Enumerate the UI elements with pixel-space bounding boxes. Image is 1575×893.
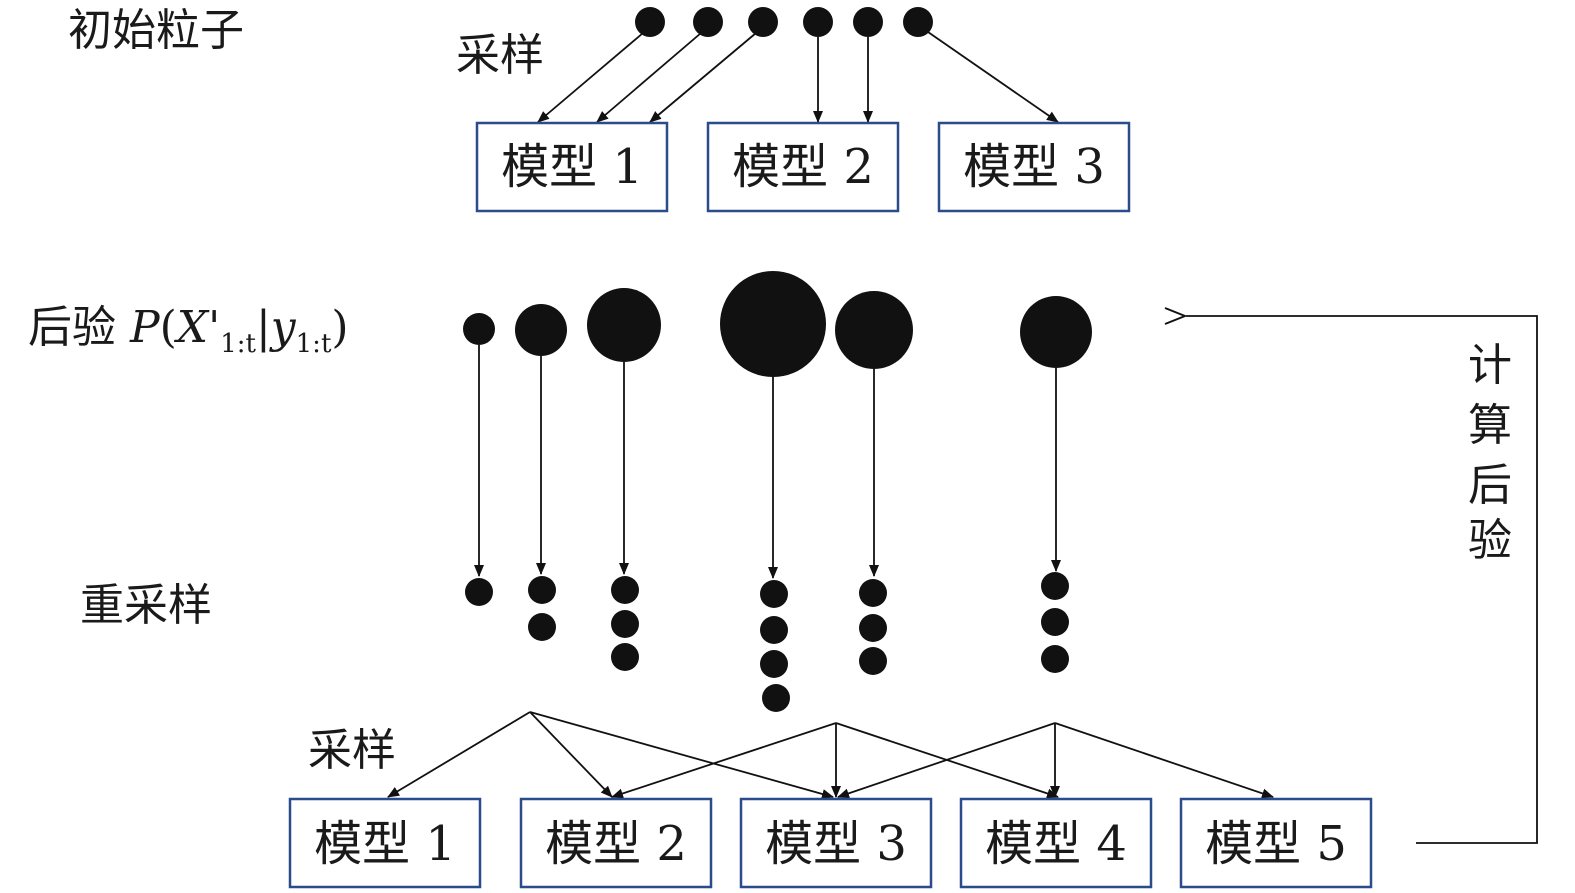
sampling-arrow — [1054, 722, 1274, 799]
bottom-model-4: 模型 4 — [959, 797, 1153, 889]
bottom-model-2-label: 模型 2 — [545, 816, 687, 872]
initial-particles — [635, 7, 933, 37]
sampling-arrow — [529, 711, 834, 799]
resampled-particle — [1041, 645, 1069, 673]
posterior-prefix: 后验 — [28, 302, 130, 353]
resampled-particle — [528, 576, 556, 604]
resampled-particle — [760, 650, 788, 678]
bottom-sampling-arrows — [387, 711, 1274, 799]
sampling-arrow — [537, 32, 644, 123]
sampling-arrow — [927, 31, 1059, 123]
resampled-particle — [859, 579, 887, 607]
posterior-label: 后验 P(X'1:t|y1:t) — [28, 302, 349, 359]
feedback-loop-arrow — [1186, 316, 1538, 844]
sampling-arrow — [837, 722, 1056, 799]
resampled-particles — [465, 572, 1069, 712]
top-sampling-arrows — [537, 31, 1059, 123]
resampled-particle — [859, 614, 887, 642]
bottom-model-3: 模型 3 — [739, 797, 933, 889]
posterior-particle — [720, 271, 826, 377]
resampled-particle — [1041, 608, 1069, 636]
resampled-particle — [611, 576, 639, 604]
initial-particle — [803, 7, 833, 37]
posterior-particle — [587, 288, 661, 362]
sampling-arrow — [596, 32, 702, 123]
resampled-particle — [465, 578, 493, 606]
posterior-particle — [835, 291, 913, 369]
posterior-particle — [463, 313, 495, 345]
posterior-x: X' — [174, 302, 220, 353]
sampling-arrow — [611, 722, 837, 799]
initial-particle — [635, 7, 665, 37]
top-model-1-label: 模型 1 — [501, 139, 643, 195]
bottom-model-5-label: 模型 5 — [1205, 816, 1347, 872]
top-model-2: 模型 2 — [706, 121, 900, 213]
bottom-model-3-label: 模型 3 — [765, 816, 907, 872]
bottom-model-1-label: 模型 1 — [314, 816, 456, 872]
bottom-model-5: 模型 5 — [1179, 797, 1373, 889]
resampled-particle — [760, 580, 788, 608]
posterior-close-paren: ) — [331, 302, 348, 353]
posterior-bar: | — [256, 302, 271, 353]
compute-posterior-char-1: 计 — [1468, 340, 1512, 391]
posterior-particles — [463, 271, 1092, 377]
sampling-bottom-label: 采样 — [308, 725, 396, 776]
initial-particle — [903, 7, 933, 37]
initial-particle — [853, 7, 883, 37]
compute-posterior-char-2: 算 — [1468, 400, 1512, 451]
posterior-particle — [515, 304, 567, 356]
top-model-1: 模型 1 — [475, 121, 669, 213]
posterior-particle — [1020, 296, 1092, 368]
bottom-model-4-label: 模型 4 — [985, 816, 1127, 872]
resampling-arrows — [474, 345, 1061, 579]
posterior-open-paren: ( — [160, 302, 177, 353]
posterior-subscript-2: 1:t — [296, 329, 332, 359]
sampling-arrow — [649, 32, 757, 123]
resampled-particle — [611, 610, 639, 638]
top-model-3: 模型 3 — [937, 121, 1131, 213]
resampled-particle — [611, 643, 639, 671]
bottom-model-2: 模型 2 — [519, 797, 713, 889]
initial-particle — [748, 7, 778, 37]
posterior-p: P — [129, 302, 161, 353]
sampling-arrow — [529, 711, 613, 798]
initial-particles-label: 初始粒子 — [68, 5, 244, 56]
sampling-arrow — [387, 711, 531, 798]
posterior-subscript-1: 1:t — [220, 329, 256, 359]
posterior-y: y — [269, 302, 297, 353]
resampled-particle — [1041, 572, 1069, 600]
resampled-particle — [859, 647, 887, 675]
top-model-3-label: 模型 3 — [963, 139, 1105, 195]
sampling-top-label: 采样 — [456, 30, 544, 81]
bottom-model-1: 模型 1 — [288, 797, 482, 889]
compute-posterior-char-4: 验 — [1468, 515, 1512, 566]
resampling-label: 重采样 — [80, 580, 212, 631]
compute-posterior-char-3: 后 — [1468, 460, 1512, 511]
initial-particle — [693, 7, 723, 37]
resampled-particle — [528, 613, 556, 641]
top-model-2-label: 模型 2 — [732, 139, 874, 195]
resampled-particle — [760, 616, 788, 644]
resampled-particle — [762, 684, 790, 712]
